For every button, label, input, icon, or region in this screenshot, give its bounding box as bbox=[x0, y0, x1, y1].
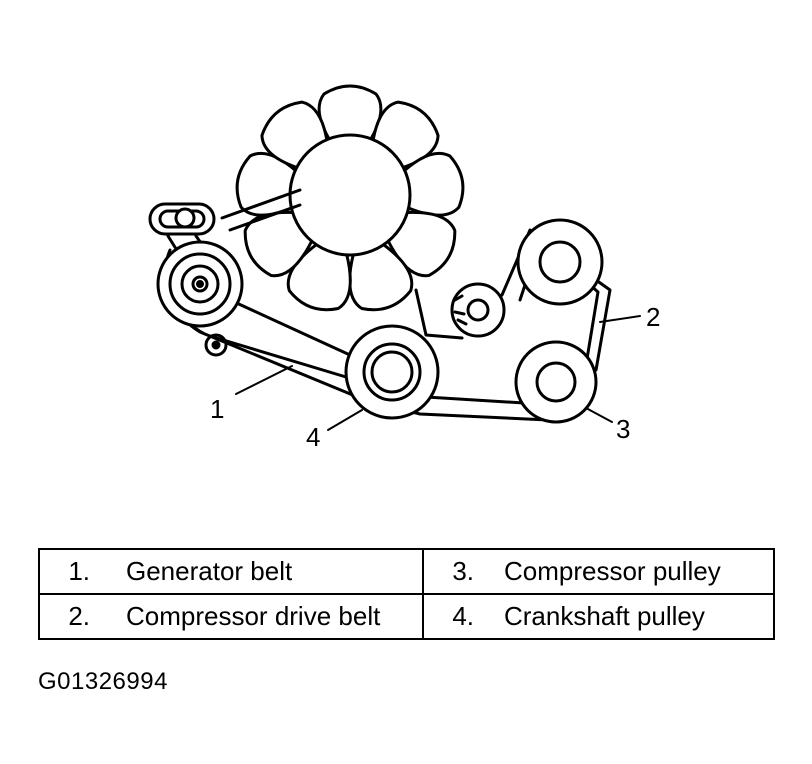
legend-cell: 1. Generator belt bbox=[38, 548, 424, 595]
legend-cell: 4. Crankshaft pulley bbox=[422, 593, 775, 640]
idler-pulley bbox=[450, 282, 506, 338]
legend-label: Compressor pulley bbox=[504, 556, 721, 586]
belt-routing-diagram: 1 2 3 4 bbox=[148, 84, 660, 452]
leader-line-2 bbox=[599, 315, 641, 323]
fan-hub bbox=[288, 133, 412, 257]
crankshaft-pulley bbox=[344, 324, 440, 420]
legend-cell: 3. Compressor pulley bbox=[422, 548, 775, 595]
generator-pulley bbox=[156, 240, 244, 328]
legend-row: 1. Generator belt 3. Compressor pulley bbox=[38, 548, 775, 595]
legend-number: 3. bbox=[452, 556, 474, 586]
legend-row: 2. Compressor drive belt 4. Crankshaft pul… bbox=[38, 593, 775, 640]
upper-pulley bbox=[516, 218, 604, 306]
callout-4: 4 bbox=[306, 422, 320, 452]
legend-table: 1. Generator belt 3. Compressor pulley 2. C… bbox=[38, 548, 775, 640]
compressor-pulley bbox=[514, 340, 598, 424]
figure-id: G01326994 bbox=[38, 668, 168, 695]
callout-2: 2 bbox=[646, 302, 660, 332]
legend-label: Crankshaft pulley bbox=[504, 601, 705, 631]
leader-line-1 bbox=[235, 365, 293, 395]
callout-3: 3 bbox=[616, 414, 630, 444]
leader-line-3 bbox=[585, 407, 613, 423]
legend-label: Generator belt bbox=[126, 556, 293, 586]
legend-number: 4. bbox=[452, 601, 474, 631]
adjuster-bracket bbox=[148, 202, 228, 357]
legend-number: 2. bbox=[68, 601, 90, 631]
leader-line-4 bbox=[327, 409, 363, 431]
legend-label: Compressor drive belt bbox=[126, 601, 381, 631]
legend-cell: 2. Compressor drive belt bbox=[38, 593, 424, 640]
callout-1: 1 bbox=[210, 394, 224, 424]
legend-number: 1. bbox=[68, 556, 90, 586]
